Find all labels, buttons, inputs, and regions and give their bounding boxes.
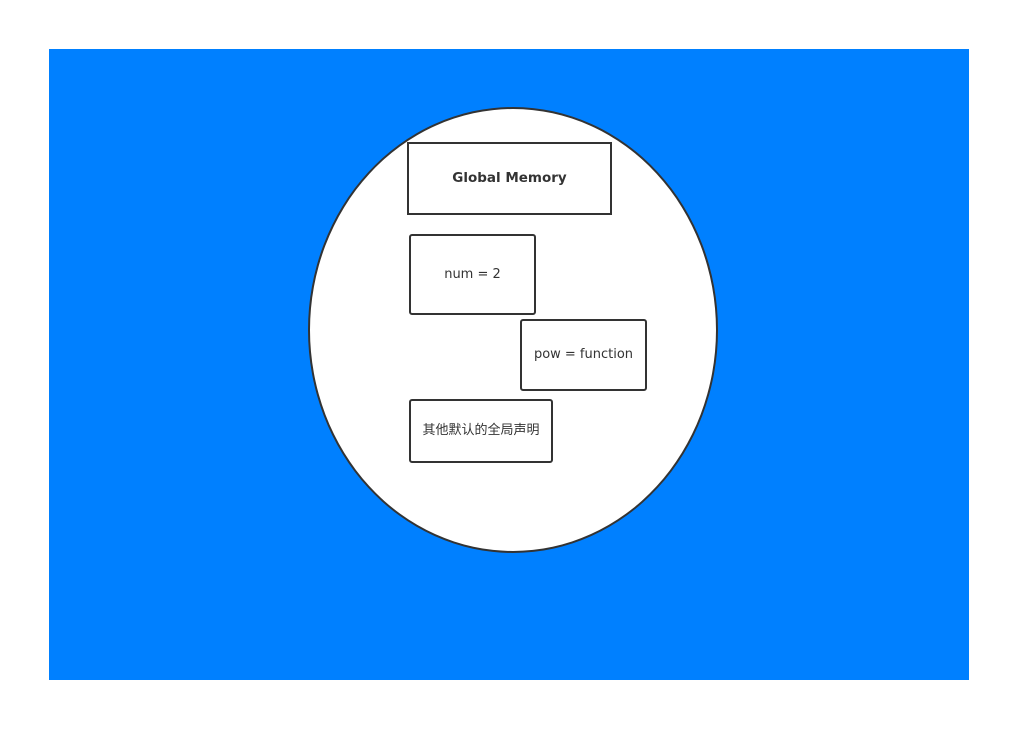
other-global-declarations-box: 其他默认的全局声明 — [409, 399, 553, 463]
pow-function-box: pow = function — [520, 319, 647, 391]
global-memory-title: Global Memory — [407, 142, 612, 215]
num-variable-box: num = 2 — [409, 234, 536, 315]
